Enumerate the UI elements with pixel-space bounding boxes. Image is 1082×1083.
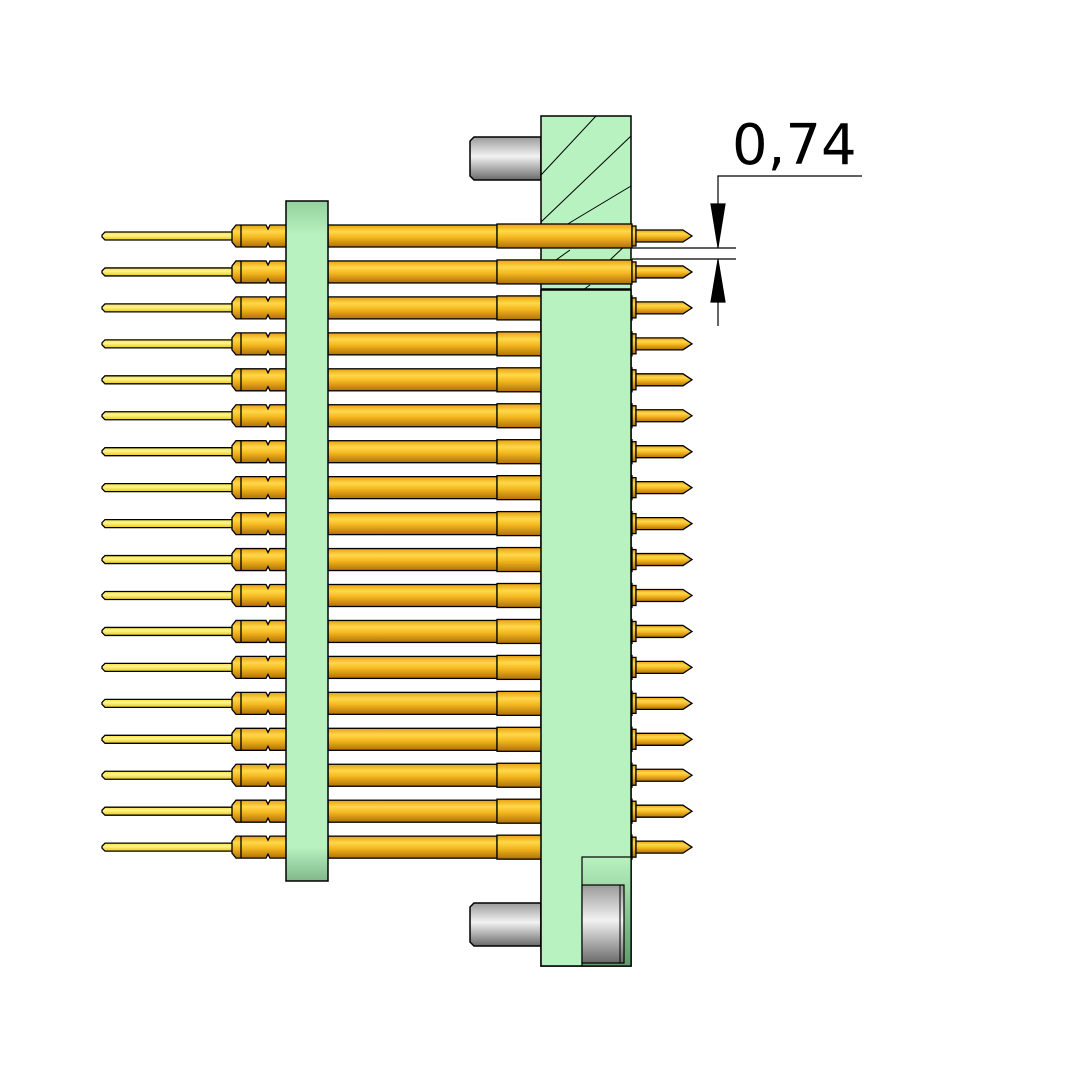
pin-tail bbox=[101, 734, 235, 744]
pin-tail bbox=[101, 662, 235, 673]
pin-tip bbox=[635, 373, 694, 387]
pin-tip bbox=[635, 229, 694, 243]
pin-collar bbox=[231, 260, 291, 284]
pin-tip bbox=[635, 409, 694, 423]
support-plate bbox=[285, 200, 329, 882]
pin-tip bbox=[635, 516, 694, 531]
pin-body bbox=[327, 547, 498, 572]
pin-tail bbox=[101, 518, 235, 529]
pin-tip bbox=[635, 768, 694, 782]
pin-tail bbox=[101, 447, 235, 457]
pin-tip bbox=[635, 481, 694, 495]
pin-collar bbox=[231, 727, 291, 751]
dimension-label: 0,74 bbox=[732, 113, 857, 178]
pin-collar bbox=[231, 511, 291, 536]
arrow-down-icon bbox=[710, 203, 726, 248]
pin-collar bbox=[231, 799, 291, 823]
pin-tail bbox=[101, 554, 235, 565]
pin-tail bbox=[101, 303, 235, 313]
pin-body bbox=[327, 296, 498, 320]
pin-body bbox=[327, 835, 498, 859]
pin-body bbox=[327, 368, 498, 392]
pin-tail bbox=[101, 770, 235, 780]
pin-collar bbox=[231, 655, 291, 680]
pin-body bbox=[327, 763, 498, 787]
pin-tip bbox=[635, 552, 694, 567]
pin-body bbox=[327, 260, 498, 284]
pin-tip bbox=[635, 445, 694, 459]
pin-collar bbox=[231, 691, 291, 715]
contact-pin bbox=[101, 223, 694, 249]
pin-body bbox=[327, 691, 498, 715]
pin-collar bbox=[231, 476, 291, 500]
pin-tail bbox=[101, 375, 235, 385]
pin-body bbox=[327, 511, 498, 536]
pin-body bbox=[327, 727, 498, 751]
pin-tip bbox=[635, 265, 694, 279]
pin-tail bbox=[101, 483, 235, 493]
pin-body bbox=[327, 583, 498, 608]
pin-collar bbox=[231, 547, 291, 572]
pin-body bbox=[327, 655, 498, 680]
pin-tip bbox=[635, 660, 694, 675]
pin-tail bbox=[101, 339, 235, 349]
pin-tip bbox=[635, 696, 694, 710]
pin-body bbox=[327, 332, 498, 356]
pin-tip bbox=[635, 732, 694, 746]
pin-tail bbox=[101, 267, 235, 277]
section-hatch bbox=[540, 115, 632, 291]
pin-body bbox=[327, 404, 498, 428]
pin-collar bbox=[231, 835, 291, 859]
pin-tip bbox=[635, 588, 694, 603]
guide-pin-bottom bbox=[469, 902, 542, 947]
block-notch bbox=[581, 856, 632, 967]
pin-body bbox=[327, 475, 498, 500]
pin-collar bbox=[231, 404, 291, 428]
pin-tail bbox=[101, 806, 235, 816]
pin-tip bbox=[635, 804, 694, 818]
pitch-dimension bbox=[632, 175, 862, 326]
pin-barrel bbox=[496, 223, 633, 249]
pin-tip bbox=[635, 337, 694, 351]
contact-pin bbox=[101, 510, 694, 537]
pin-tail bbox=[101, 590, 235, 601]
pin-body bbox=[327, 224, 498, 248]
contact-pin bbox=[101, 726, 694, 752]
guide-pin-top bbox=[469, 136, 542, 181]
contact-pin bbox=[101, 259, 694, 285]
pin-collar bbox=[231, 619, 291, 644]
pin-collar bbox=[231, 368, 291, 392]
pin-tail bbox=[101, 231, 235, 241]
pin-collar bbox=[231, 583, 291, 608]
pin-body bbox=[327, 440, 498, 464]
insulator-block-front bbox=[540, 289, 632, 967]
pin-tip bbox=[635, 301, 694, 315]
pin-collar bbox=[231, 224, 291, 248]
pin-collar bbox=[231, 440, 291, 464]
pin-tail bbox=[101, 698, 235, 708]
pin-body bbox=[327, 619, 498, 644]
pin-tip bbox=[635, 840, 694, 854]
pin-collar bbox=[231, 332, 291, 356]
pin-tail bbox=[101, 842, 235, 852]
pin-collar bbox=[231, 763, 291, 787]
pin-tip bbox=[635, 624, 694, 639]
pin-barrel bbox=[496, 259, 633, 285]
pin-tail bbox=[101, 626, 235, 637]
arrow-up-icon bbox=[710, 259, 726, 303]
pin-tail bbox=[101, 411, 235, 421]
pin-collar bbox=[231, 296, 291, 320]
pin-body bbox=[327, 799, 498, 823]
